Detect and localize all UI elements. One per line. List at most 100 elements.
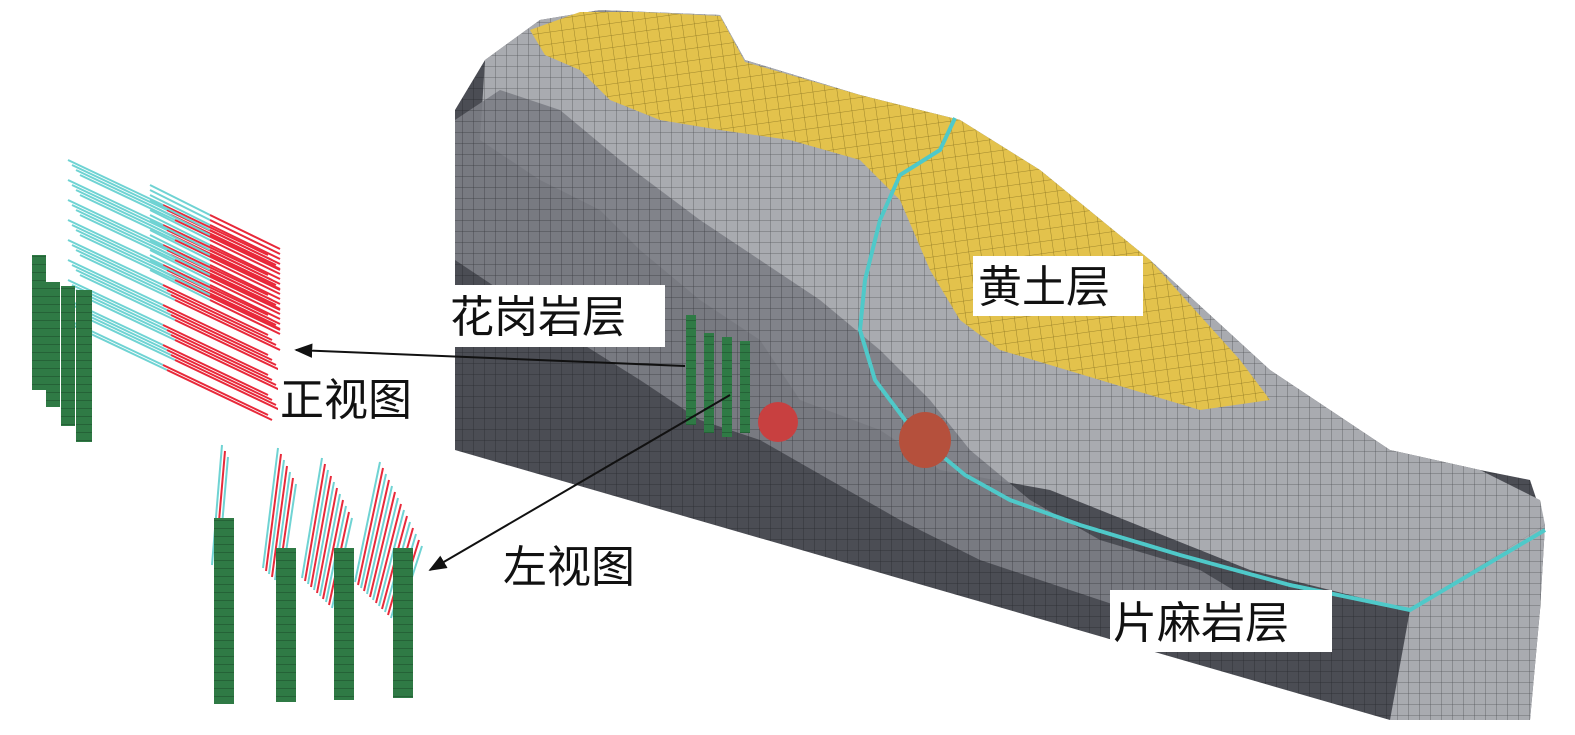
front-pile [32,255,46,390]
front-anchor-cyan [71,184,168,231]
front-anchor-cyan [67,179,164,226]
front-anchor-red [166,289,273,341]
front-anchor-cyan [149,249,211,281]
front-anchor-red [209,254,281,290]
front-anchor-red [162,364,269,416]
loess-label-bg [973,256,1143,316]
front-anchor-cyan [71,244,168,291]
granite-layer [455,90,1250,640]
front-view-label: 正视图 [280,375,412,426]
left-view-anchors [211,444,423,625]
front-anchor-red [209,214,281,250]
front-anchor-cyan [75,269,172,316]
front-anchor-red [162,244,269,296]
front-anchor-red [174,219,281,271]
front-anchor-red [209,239,281,275]
left-anchor [375,503,402,604]
front-anchor-red [170,294,277,346]
left-anchor [268,459,285,575]
left-view-label: 左视图 [503,542,635,593]
loess-label: 黄土层 [978,262,1110,313]
front-anchor-cyan [79,234,176,281]
front-anchor-red [162,204,269,256]
front-anchor-cyan [67,219,164,266]
left-anchor [301,457,323,579]
front-anchor-cyan [79,194,176,241]
front-anchor-red [209,269,281,305]
front-anchor-red [174,299,281,351]
front-anchor-cyan [67,199,164,246]
front-anchor-cyan [71,204,168,251]
front-anchor-cyan [67,279,164,326]
front-anchor-cyan [149,254,211,286]
front-anchor-cyan [67,259,164,306]
front-anchor-cyan [75,249,172,296]
left-anchor [313,481,335,591]
front-anchor-cyan [149,239,211,271]
front-anchor-cyan [71,164,168,211]
left-anchor [354,461,381,583]
front-anchor-red [162,304,269,356]
front-anchor-red [174,319,281,371]
front-anchor-cyan [79,174,176,221]
left-anchor [360,473,387,589]
front-anchor-cyan [79,314,176,361]
left-anchor [262,447,279,569]
left-anchor [316,487,338,594]
front-anchor-red [209,219,281,255]
front-anchor-cyan [149,209,211,241]
front-anchor-red [174,239,281,291]
front-anchor-cyan [149,259,211,291]
front-anchor-cyan [149,264,211,296]
left-anchor [271,465,288,578]
front-anchor-red [209,229,281,265]
left-anchor [372,497,399,601]
front-view-anchors [67,159,281,421]
model-piles [686,315,750,437]
front-anchor-red [209,259,281,295]
front-anchor-red [174,259,281,311]
front-view-piles [32,255,92,442]
front-anchor-red [209,224,281,260]
left-anchor [357,467,384,586]
front-anchor-red [209,299,281,335]
front-anchor-cyan [149,214,211,246]
front-anchor-cyan [67,159,164,206]
front-pile [61,286,75,426]
front-anchor-red [162,284,269,336]
front-anchor-cyan [149,194,211,226]
front-pile [76,290,92,442]
front-anchor-red [174,359,281,411]
front-anchor-red [166,369,273,421]
front-anchor-red [170,354,277,406]
left-pile [334,548,354,700]
front-anchor-red [162,324,269,376]
front-anchor-red [209,234,281,270]
front-anchor-cyan [79,274,176,321]
left-pile [276,548,296,702]
granite-label: 花岗岩层 [450,292,626,343]
left-pile [393,548,413,698]
slope-model [455,10,1547,720]
front-anchor-red [166,309,273,361]
front-anchor-cyan [79,214,176,261]
front-anchor-red [170,334,277,386]
front-pile [46,282,60,407]
front-anchor-red [209,244,281,280]
front-view-label-bg [278,368,446,428]
left-anchor [322,499,344,600]
gneiss-label: 片麻岩层 [1113,598,1289,649]
left-anchor [265,453,282,572]
model-right-face [1390,525,1545,720]
granite-label-bg [445,285,665,347]
front-anchor-cyan [149,219,211,251]
left-view-piles [214,518,413,704]
tunnel-left [758,402,798,442]
front-anchor-red [162,264,269,316]
left-anchor [307,469,329,585]
arrow-left-icon [294,343,686,367]
front-anchor-cyan [149,189,211,221]
left-anchor [310,475,332,588]
front-anchor-cyan [79,254,176,301]
